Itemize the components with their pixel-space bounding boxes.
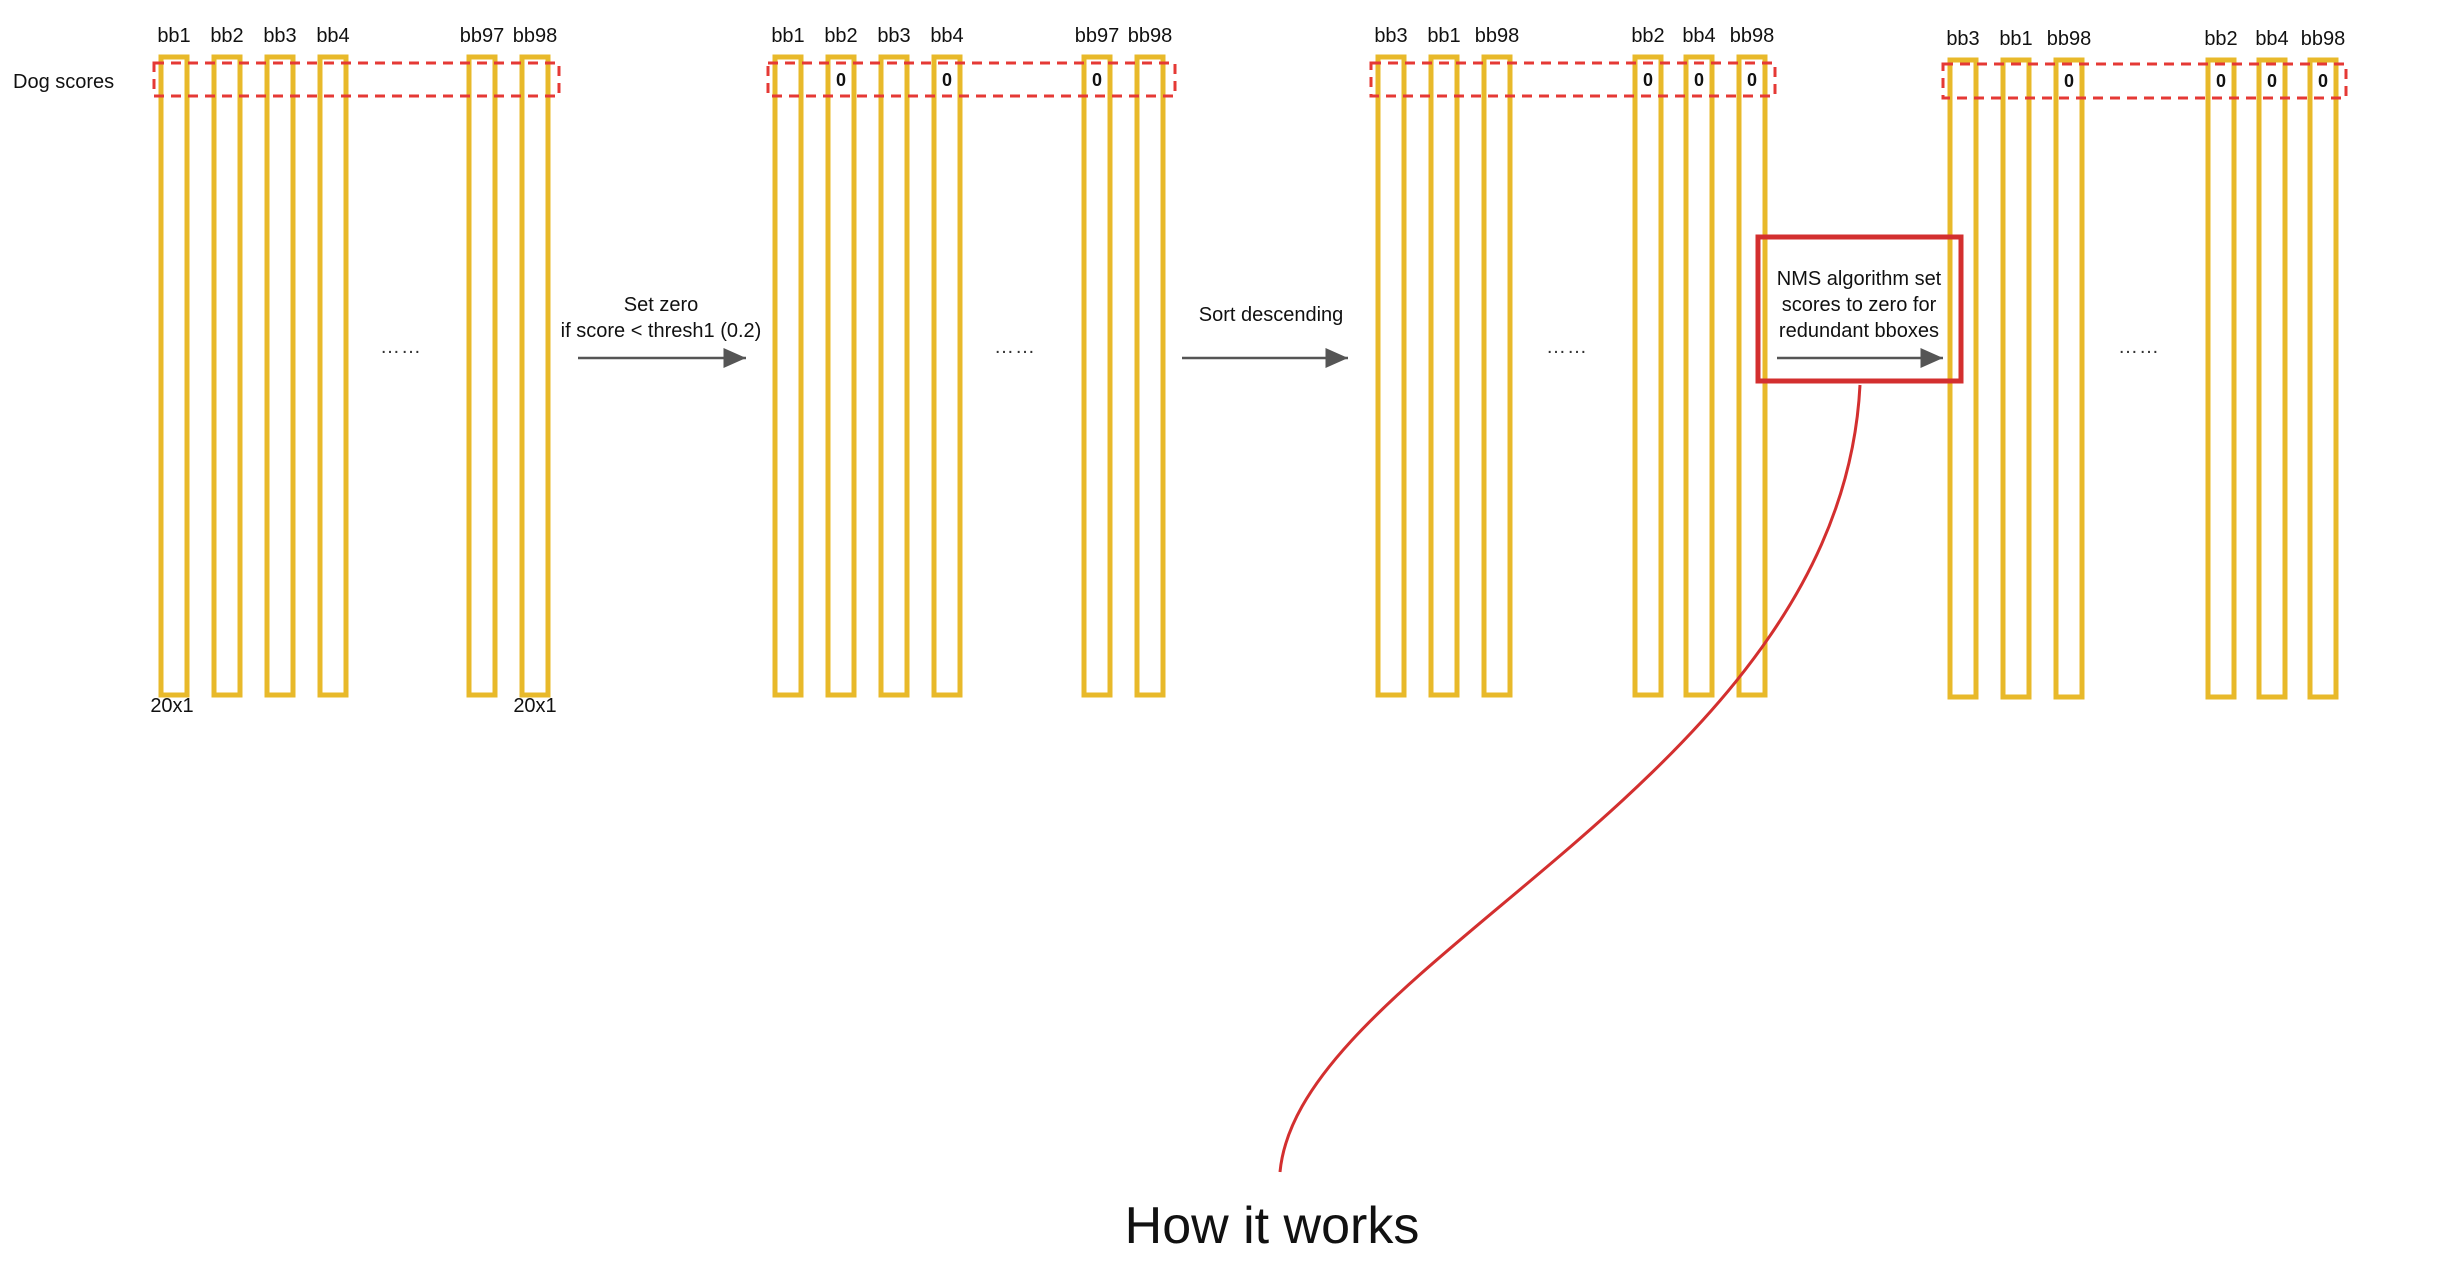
score-column-s1-bb1: [158, 54, 190, 698]
zero-score-s4-4: 0: [2215, 71, 2227, 91]
zero-score-s2-2: 0: [835, 70, 847, 90]
step-label-threshold: Set zero if score < thresh1 (0.2): [561, 292, 762, 344]
column-label-s1-6: bb98: [512, 25, 558, 47]
dog-score-row-highlight-s1: [152, 61, 561, 98]
column-label-s1-4: bb4: [316, 25, 350, 47]
dim-label-left: 20x1: [150, 695, 194, 717]
column-label-s1-1: bb1: [157, 25, 191, 47]
score-column-s3-bb98: [1736, 54, 1768, 698]
zero-score-s2-4: 0: [941, 70, 953, 90]
score-column-s1-bb97: [466, 54, 498, 698]
column-label-s2-3: bb3: [877, 25, 911, 47]
score-column-s4-bb98: [2053, 57, 2085, 700]
column-label-s3-6: bb98: [1729, 25, 1775, 47]
score-column-s4-bb1: [2000, 57, 2032, 700]
column-label-s2-6: bb98: [1127, 25, 1173, 47]
score-column-s2-bb3: [878, 54, 910, 698]
score-column-s2-bb1: [772, 54, 804, 698]
score-column-s3-bb98: [1481, 54, 1513, 698]
column-label-s2-4: bb4: [930, 25, 964, 47]
score-column-s1-bb4: [317, 54, 349, 698]
zero-score-s2-5: 0: [1091, 70, 1103, 90]
column-label-s2-2: bb2: [824, 25, 858, 47]
step-label-nms: NMS algorithm set scores to zero for red…: [1777, 266, 1942, 344]
column-label-s3-3: bb98: [1474, 25, 1520, 47]
step-label-sort: Sort descending: [1199, 302, 1344, 328]
column-label-s4-1: bb3: [1946, 28, 1980, 50]
step-label-sort-line-1: Sort descending: [1198, 304, 1344, 326]
zero-score-s4-3: 0: [2063, 71, 2075, 91]
column-label-s4-3: bb98: [2046, 28, 2092, 50]
score-column-s4-bb4: [2256, 57, 2288, 700]
score-column-s2-bb97: [1081, 54, 1113, 698]
column-label-s2-5: bb97: [1074, 25, 1120, 47]
score-column-s3-bb2: [1632, 54, 1664, 698]
score-column-s2-bb4: [931, 54, 963, 698]
column-label-s1-5: bb97: [459, 25, 505, 47]
score-column-s3-bb4: [1683, 54, 1715, 698]
row-label-dog-scores: Dog scores: [13, 71, 115, 93]
callout-curve: [1278, 384, 1862, 1173]
score-column-s3-bb1: [1428, 54, 1460, 698]
column-label-s4-4: bb2: [2204, 28, 2238, 50]
dog-score-row-highlight-s3: [1369, 61, 1777, 98]
score-column-s2-bb98: [1134, 54, 1166, 698]
step-label-threshold-line-2: if score < thresh1 (0.2): [560, 320, 762, 342]
dim-label-right: 20x1: [513, 695, 557, 717]
column-label-s3-2: bb1: [1427, 25, 1461, 47]
column-label-s1-3: bb3: [263, 25, 297, 47]
zero-score-s3-4: 0: [1642, 70, 1654, 90]
column-label-s4-5: bb4: [2255, 28, 2289, 50]
dog-score-row-highlight-s4: [1941, 62, 2348, 100]
score-columns: [158, 54, 2339, 700]
ellipsis-stage-1: ……: [380, 336, 422, 358]
score-column-s1-bb2: [211, 54, 243, 698]
step-label-nms-line-1: NMS algorithm set: [1776, 268, 1942, 290]
column-label-s1-2: bb2: [210, 25, 244, 47]
score-column-s1-bb3: [264, 54, 296, 698]
step-label-nms-line-3: redundant bboxes: [1778, 320, 1940, 342]
column-label-s3-4: bb2: [1631, 25, 1665, 47]
nms-focus-box: [1755, 234, 1964, 384]
score-column-s4-bb2: [2205, 57, 2237, 700]
step-label-nms-line-2: scores to zero for: [1781, 294, 1937, 316]
score-column-s1-bb98: [519, 54, 551, 698]
zero-score-s3-5: 0: [1693, 70, 1705, 90]
zero-score-s4-5: 0: [2266, 71, 2278, 91]
zero-score-s4-6: 0: [2317, 71, 2329, 91]
column-label-s3-5: bb4: [1682, 25, 1716, 47]
ellipsis-stage-4: ……: [2118, 336, 2160, 358]
column-label-s2-1: bb1: [771, 25, 805, 47]
ellipsis-stage-2: ……: [994, 336, 1036, 358]
zero-score-s3-6: 0: [1746, 70, 1758, 90]
column-label-s4-2: bb1: [1999, 28, 2033, 50]
ellipsis-stage-3: ……: [1546, 336, 1588, 358]
score-column-s3-bb3: [1375, 54, 1407, 698]
highlight-rows: [152, 61, 2348, 100]
column-label-s3-1: bb3: [1374, 25, 1408, 47]
step-label-threshold-line-1: Set zero: [623, 294, 699, 316]
caption-how-it-works: How it works: [1124, 1197, 1420, 1255]
column-label-s4-6: bb98: [2300, 28, 2346, 50]
score-column-s2-bb2: [825, 54, 857, 698]
score-column-s4-bb98: [2307, 57, 2339, 700]
